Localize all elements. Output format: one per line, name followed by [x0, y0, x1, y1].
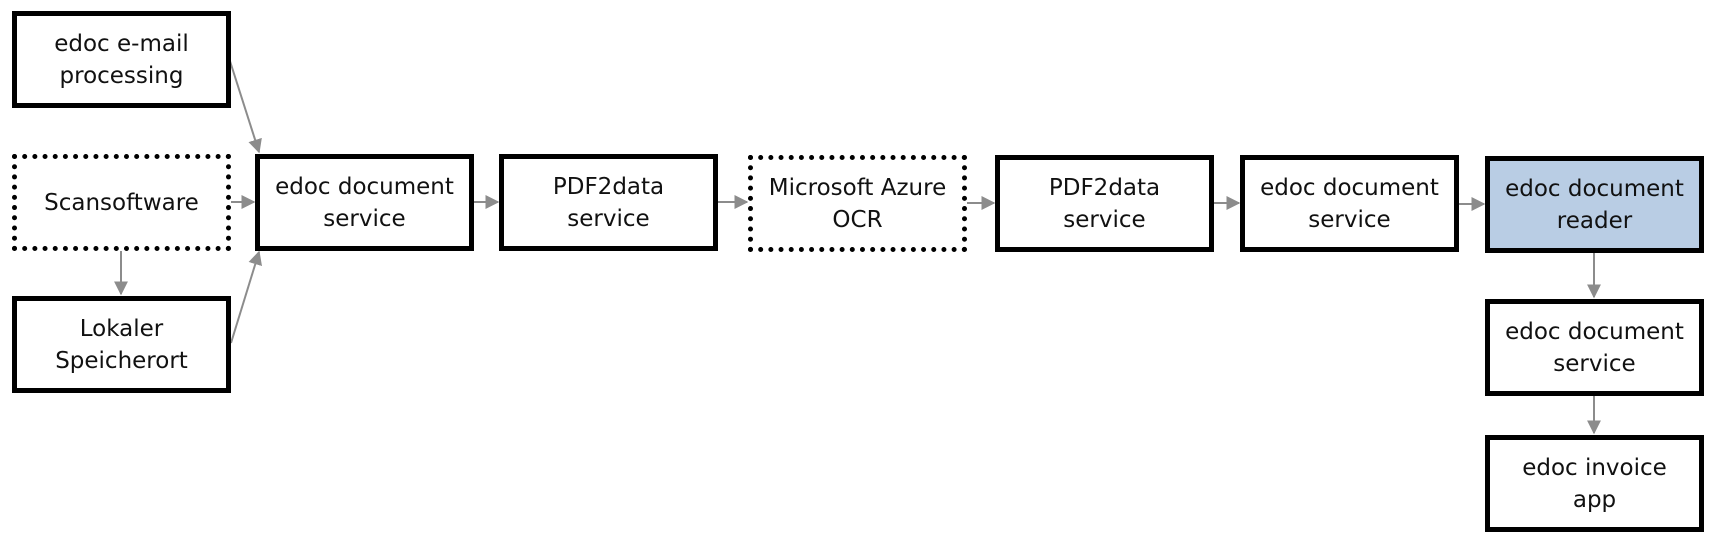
node-edoc-document-service-1: edoc document service [255, 154, 474, 251]
node-label: edoc invoice app [1522, 454, 1667, 513]
node-label: edoc document service [1260, 174, 1439, 233]
node-label: Microsoft Azure OCR [768, 174, 947, 233]
node-label: PDF2data service [552, 173, 665, 232]
node-label: Scansoftware [44, 189, 199, 216]
node-lokaler-speicherort: Lokaler Speicherort [12, 296, 231, 393]
node-label: edoc document service [275, 173, 454, 232]
node-label: edoc document reader [1505, 175, 1684, 234]
node-scansoftware: Scansoftware [12, 154, 231, 251]
node-label: Lokaler Speicherort [55, 315, 188, 374]
node-microsoft-azure-ocr: Microsoft Azure OCR [748, 155, 967, 252]
node-edoc-email-processing: edoc e-mail processing [12, 11, 231, 108]
edge-local-to-service1 [230, 250, 262, 344]
node-edoc-invoice-app: edoc invoice app [1485, 435, 1704, 532]
edge-email-to-service1 [228, 57, 262, 154]
node-label: PDF2data service [1048, 174, 1161, 233]
node-pdf2data-service-1: PDF2data service [499, 154, 718, 251]
node-label: edoc document service [1505, 318, 1684, 377]
node-edoc-document-reader: edoc document reader [1485, 156, 1704, 253]
node-label: edoc e-mail processing [54, 30, 189, 89]
node-edoc-document-service-2: edoc document service [1240, 155, 1459, 252]
node-pdf2data-service-2: PDF2data service [995, 155, 1214, 252]
node-edoc-document-service-3: edoc document service [1485, 299, 1704, 396]
